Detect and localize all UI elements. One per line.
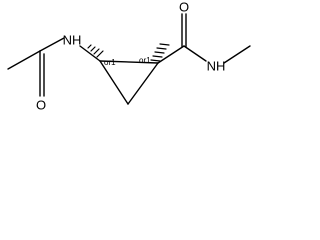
atom-label-nh-right: NH [207, 58, 226, 73]
atom-label-nh-left: NH [63, 32, 82, 47]
hash-right-5 [159, 43, 170, 46]
hash-right-2 [152, 55, 163, 58]
stereo-label-right: or1 [139, 56, 151, 65]
bond-ring-amide [157, 45, 185, 64]
chemical-structure: NH O O NH or1 or1 [0, 0, 256, 118]
hash-right-4 [156, 47, 167, 50]
hash-left-4 [96, 50, 104, 58]
bond-acetyl-methyl [7, 50, 41, 70]
hash-left-2 [90, 46, 96, 52]
hash-right-1 [150, 59, 161, 62]
bond-acetyl-n [39, 37, 65, 52]
bond-amide-n [183, 45, 207, 62]
hash-right-3 [154, 51, 165, 54]
ring-bond-right [127, 62, 159, 105]
bond-n-methyl [223, 45, 251, 64]
bond-n-ring-left [79, 45, 101, 62]
atom-label-o-right: O [179, 0, 189, 14]
structure-svg: NH O O NH or1 or1 [7, 0, 251, 112]
stereo-label-left: or1 [104, 58, 116, 67]
atom-label-o-left: O [36, 97, 46, 112]
hash-left-1 [87, 44, 92, 49]
hash-left-3 [93, 48, 100, 55]
ring-bond-left [99, 60, 129, 105]
ring-bond-top [99, 60, 159, 64]
